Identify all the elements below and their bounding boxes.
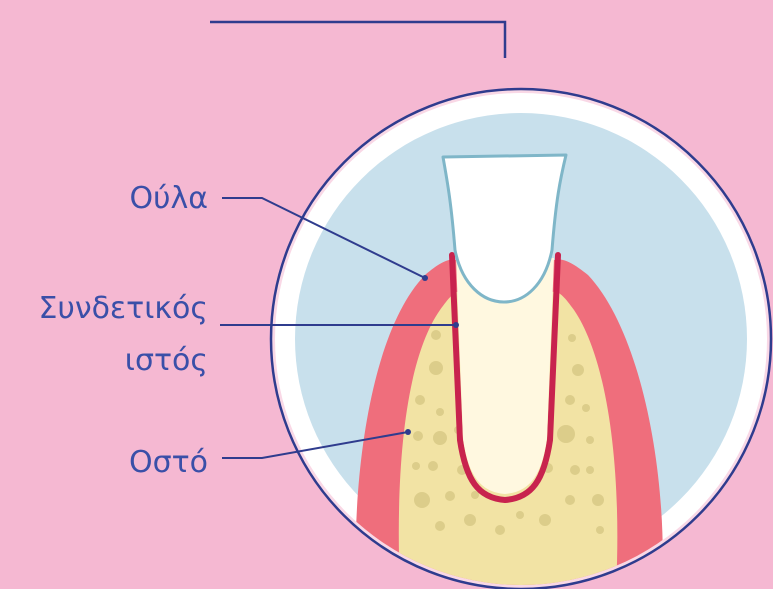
connective-tissue-pointer-dot xyxy=(453,322,459,328)
connective-tissue-label-line1: Συνδετικός xyxy=(39,291,209,326)
top-callout-line xyxy=(210,22,505,58)
gums-pointer-dot xyxy=(422,275,428,281)
connective-tissue-label-line2: ιστός xyxy=(125,343,208,378)
bone-label: Οστό xyxy=(129,445,208,480)
bone-pointer-dot xyxy=(405,429,411,435)
gums-label: Ούλα xyxy=(129,181,208,216)
